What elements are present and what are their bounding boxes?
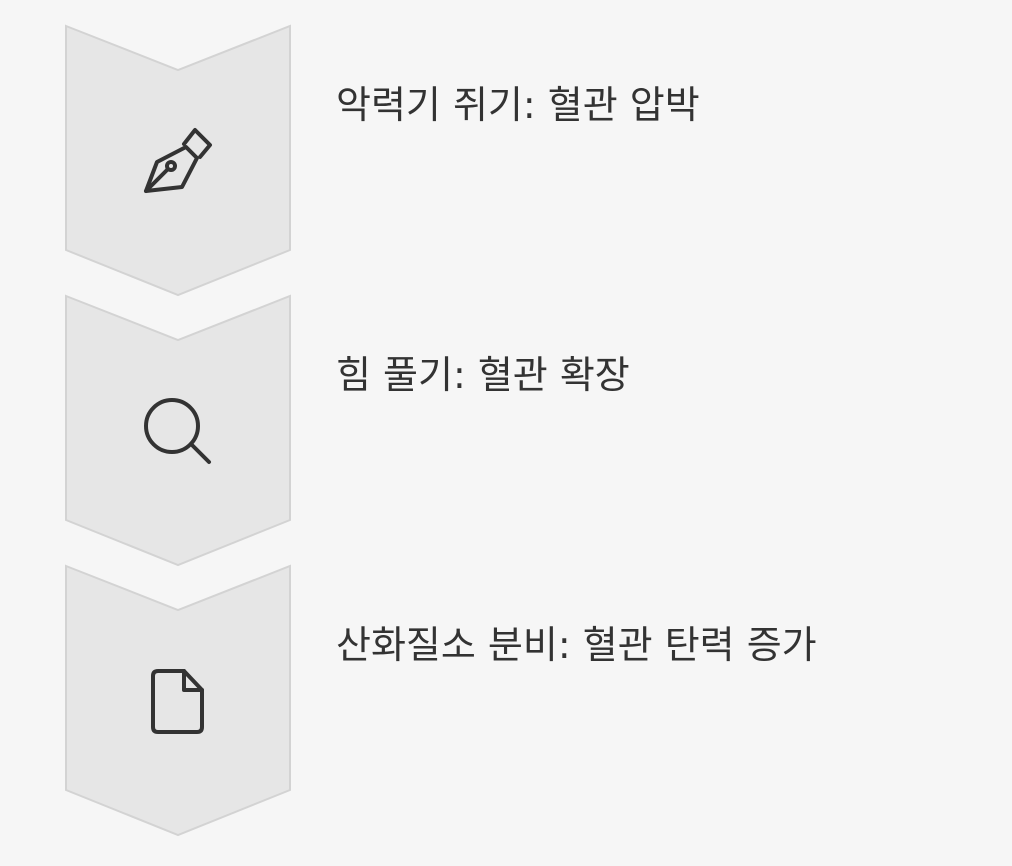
step-2-chevron — [65, 294, 291, 567]
document-icon — [151, 669, 204, 734]
step-3-chevron — [65, 564, 291, 837]
step-1-chevron — [65, 24, 291, 297]
step-3-label: 산화질소 분비: 혈관 탄력 증가 — [336, 623, 817, 667]
pen-nib-icon — [144, 128, 212, 193]
step-1-label: 악력기 쥐기: 혈관 압박 — [336, 83, 700, 127]
step-1 — [65, 24, 291, 297]
step-2 — [65, 294, 291, 567]
step-3 — [65, 564, 291, 837]
step-2-label: 힘 풀기: 혈관 확장 — [336, 353, 630, 397]
search-icon — [144, 398, 211, 464]
